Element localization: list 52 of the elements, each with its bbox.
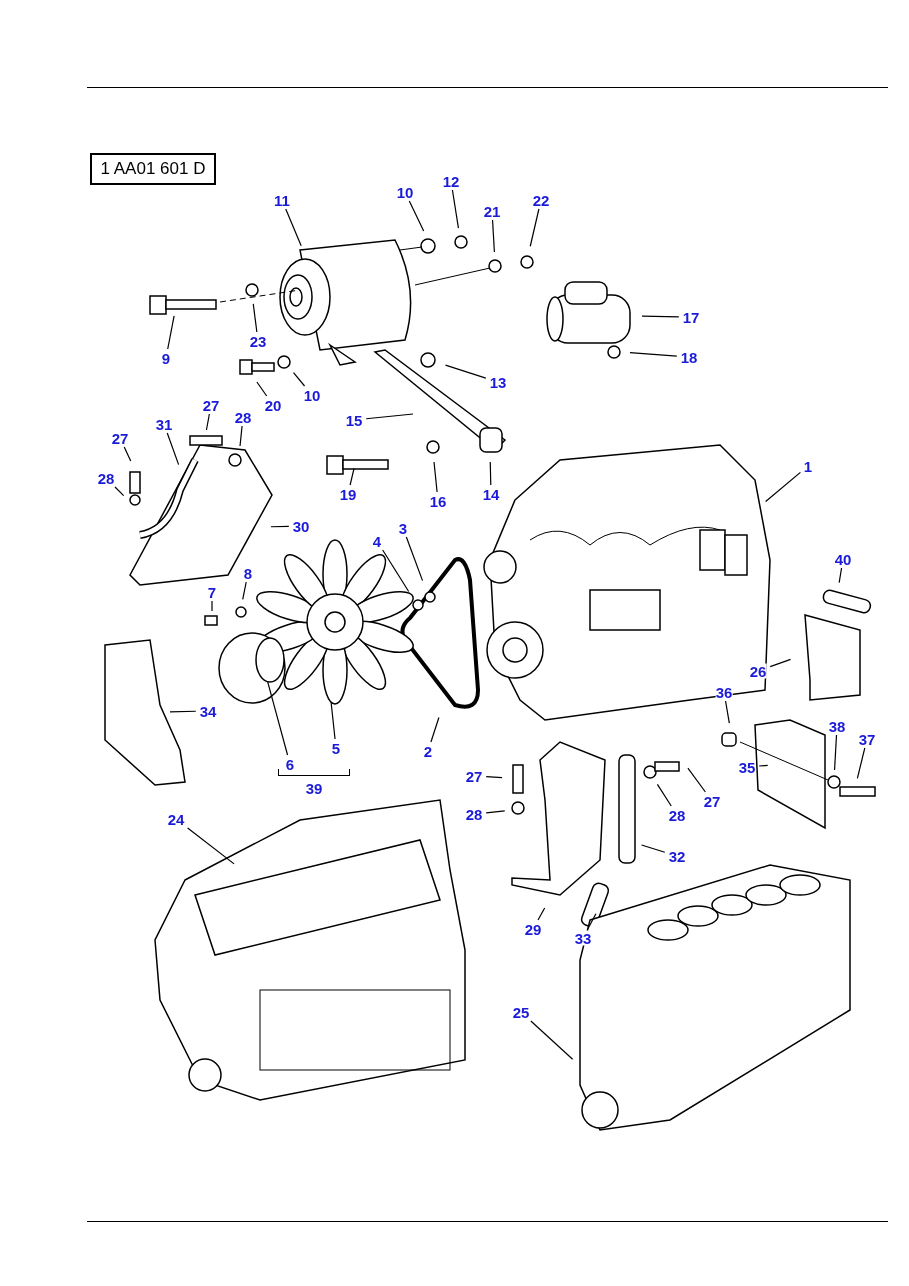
leader-line [769, 658, 792, 668]
callout-number: 35 [738, 759, 756, 775]
leader-line [292, 372, 306, 387]
leader-line [205, 413, 210, 431]
callout-number: 33 [574, 930, 592, 946]
leader-line [365, 413, 414, 420]
leader-line [629, 352, 678, 357]
leader-line [285, 208, 302, 247]
leader-line [529, 208, 540, 247]
leader-line [489, 461, 492, 486]
leader-line [430, 716, 440, 743]
leader-line [641, 315, 680, 318]
leader-line [765, 471, 801, 503]
leader-line [270, 525, 290, 528]
leader-line [485, 776, 503, 779]
drawing-number-box [90, 153, 216, 185]
leader-line [687, 767, 706, 793]
leader-line [444, 364, 487, 379]
leader-line [267, 681, 289, 756]
leader-line [724, 700, 730, 724]
leader-line [656, 783, 672, 807]
leader-line [211, 600, 213, 612]
callout-number: 26 [749, 663, 767, 679]
leader-line [485, 810, 506, 814]
leader-line [758, 764, 769, 767]
leader-line [349, 467, 355, 486]
leader-line [451, 189, 460, 229]
leader-line [252, 303, 258, 333]
leader-line [256, 381, 268, 397]
leader-line [640, 844, 666, 853]
drawing-number: 1 AA01 601 D [100, 159, 206, 179]
leader-line [239, 425, 243, 447]
leader-line [382, 549, 410, 593]
leader-line [833, 734, 838, 771]
leader-line [530, 1020, 574, 1060]
leader-line [587, 913, 597, 930]
leader-line [491, 219, 495, 253]
leader-line [405, 536, 424, 582]
leader-line [408, 200, 425, 232]
leader-line [114, 486, 125, 497]
leader-line [433, 461, 438, 493]
leader-line [187, 827, 235, 865]
leader-line [169, 710, 197, 713]
leader-line [166, 432, 180, 466]
leader-line [242, 581, 247, 600]
leader-line [123, 446, 132, 462]
leader-line [167, 315, 175, 350]
leader-line [856, 747, 866, 779]
leader-line [838, 567, 843, 584]
callout-number: 39 [305, 781, 323, 796]
leader-line [330, 701, 336, 740]
leader-line [537, 907, 546, 921]
